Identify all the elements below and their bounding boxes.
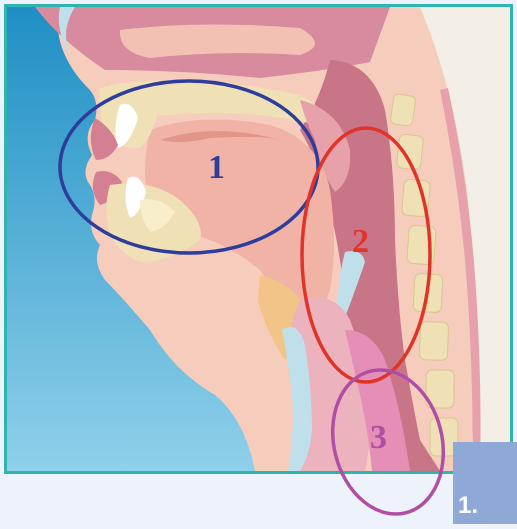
figure-number-label: 1. — [458, 494, 478, 518]
region-2-label: 2 — [352, 223, 369, 260]
nasal-turbinate — [120, 24, 315, 58]
region-1-label: 1 — [208, 149, 225, 186]
region-3-label: 3 — [370, 419, 387, 456]
